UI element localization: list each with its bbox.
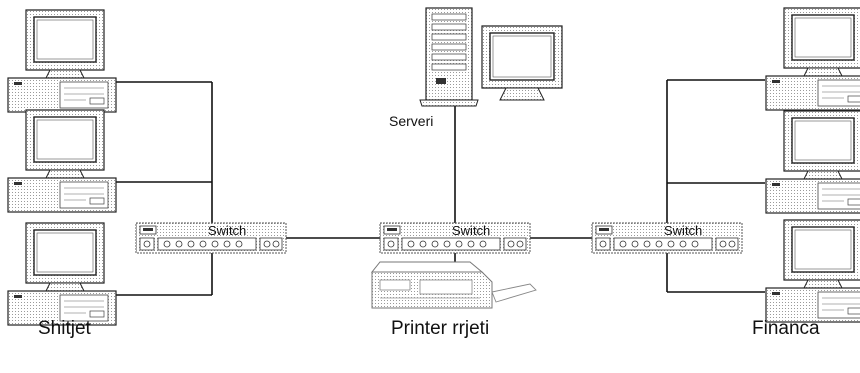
monitor-icon bbox=[482, 26, 562, 100]
switch-label-center: Switch bbox=[452, 223, 490, 238]
switch-label-right: Switch bbox=[664, 223, 702, 238]
group-label-center: Printer rrjeti bbox=[391, 318, 489, 340]
computer-icon bbox=[8, 110, 116, 212]
computer-icon bbox=[766, 111, 860, 213]
group-label-right: Financa bbox=[752, 318, 820, 340]
computer-icon bbox=[8, 223, 116, 325]
group-label-left: Shitjet bbox=[38, 318, 91, 340]
computer-icon bbox=[766, 220, 860, 322]
switch-label-left: Switch bbox=[208, 223, 246, 238]
computer-icon bbox=[8, 10, 116, 112]
printer-icon bbox=[372, 262, 536, 308]
server-icon bbox=[420, 8, 478, 106]
server-label: Serveri bbox=[389, 113, 433, 129]
computer-icon bbox=[766, 8, 860, 110]
